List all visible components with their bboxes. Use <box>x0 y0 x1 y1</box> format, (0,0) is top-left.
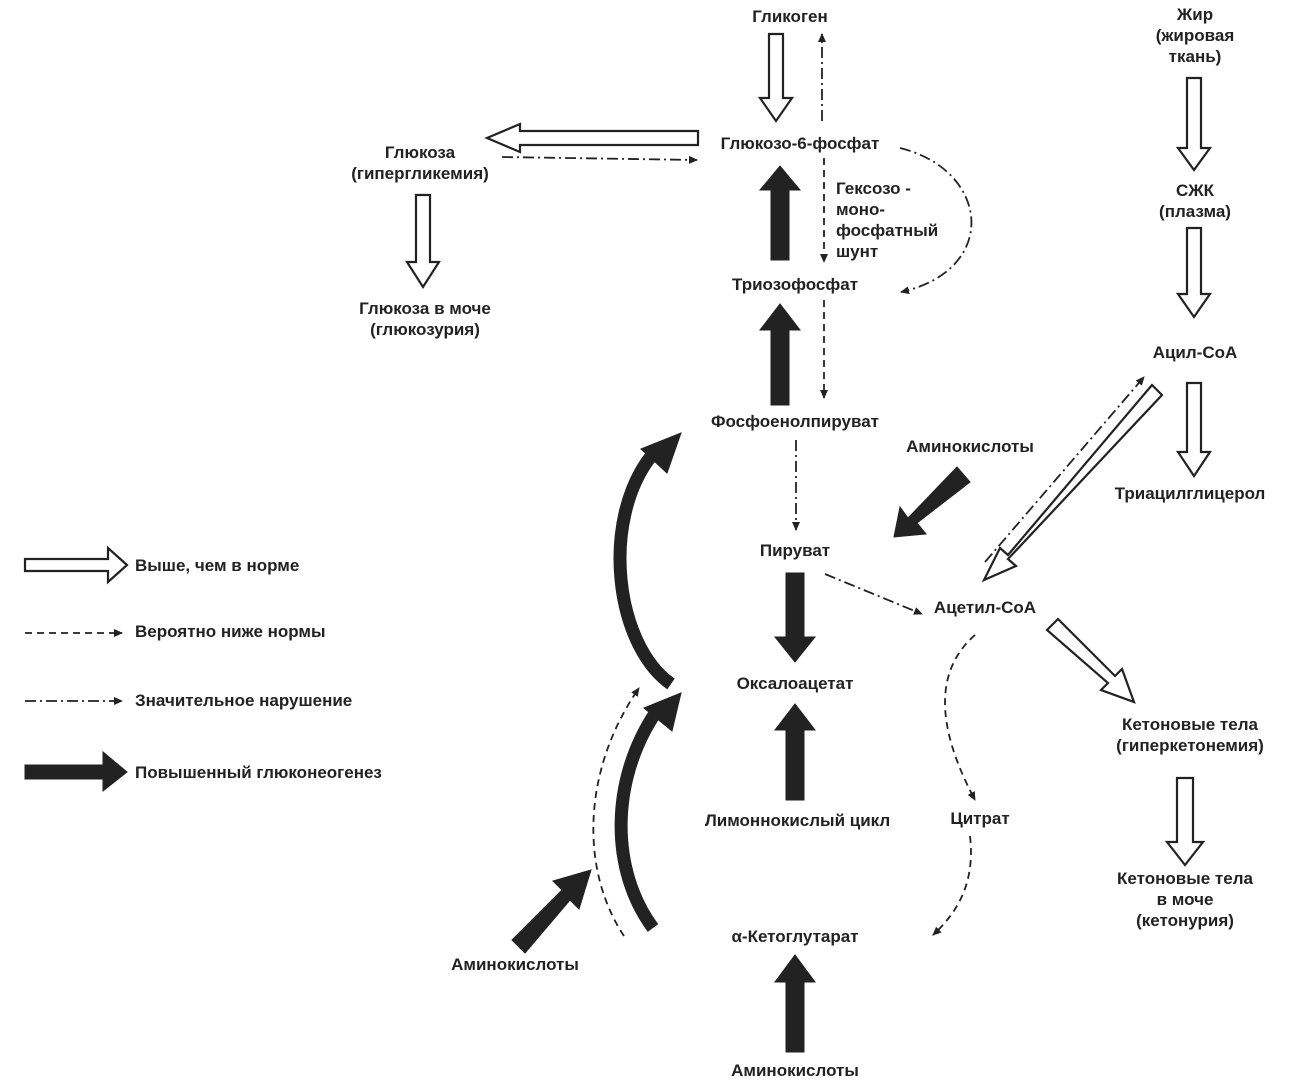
arrow-amino-left-to-cycle <box>511 869 592 954</box>
arrow-amino-to-akg <box>774 954 816 1053</box>
arrow-pyruvate-to-acetylcoa <box>824 573 923 615</box>
arrow-ffa-to-acylcoa <box>1175 226 1213 319</box>
node-hexose-monophosphate-shunt: Гексозо - моно- фосфатный шунт <box>836 179 939 261</box>
arrow-g6p-to-glucose <box>484 122 700 154</box>
arrow-acylcoa-to-acetylcoa <box>981 383 1164 583</box>
node-alpha-ketoglutarate: α-Кетоглутарат <box>731 927 859 946</box>
node-phosphoenolpyruvate: Фосфоенолпируват <box>711 412 879 431</box>
node-ketone-bodies-urine: Кетоновые тела в моче (кетонурия) <box>1117 869 1253 930</box>
arrow-hms-to-triose <box>899 147 973 295</box>
arrow-acetylcoa-to-citrate <box>944 634 976 801</box>
node-triacylglycerol: Триацилглицерол <box>1114 484 1266 503</box>
arrow-pyruvate-to-oxaloacetate <box>773 572 817 663</box>
arrow-acetylcoa-to-ketone <box>1045 617 1136 704</box>
dashed-arrows <box>25 158 976 937</box>
node-glucose-6-phosphate: Глюкозо-6-фосфат <box>720 134 880 153</box>
arrow-amino-to-oxaloacetate-head <box>643 692 682 732</box>
legend-label-higher: Выше, чем в норме <box>135 556 300 575</box>
arrow-acylcoa-to-tag <box>1175 381 1213 478</box>
arrow-glycogen-to-g6p <box>757 32 795 123</box>
arrow-ketone-to-urine <box>1164 776 1206 867</box>
legend-solid-arrow <box>24 750 128 793</box>
node-triose-phosphate: Триозофосфат <box>731 275 859 294</box>
legend-label-below: Вероятно ниже нормы <box>135 622 326 641</box>
node-glucose: Глюкоза (гипергликемия) <box>351 143 489 183</box>
node-pyruvate: Пируват <box>759 541 831 560</box>
hollow-arrows <box>23 32 1213 867</box>
arrow-oxaloacetate-to-pep-head <box>640 432 682 474</box>
legend-label-disturbance: Значительное нарушение <box>135 691 353 710</box>
node-amino-acids-middle: Аминокислоты <box>906 437 1034 456</box>
arrow-acetylcoa-to-acylcoa <box>984 376 1145 563</box>
node-citrate: Цитрат <box>950 809 1010 828</box>
node-ketone-bodies: Кетоновые тела (гиперкетонемия) <box>1116 715 1264 755</box>
solid-arrows <box>24 165 971 1053</box>
node-oxaloacetate: Оксалоацетат <box>736 674 854 693</box>
node-acetyl-coa: Ацетил-CoA <box>933 598 1037 617</box>
arrow-oxaloacetate-to-pep <box>613 450 675 690</box>
node-amino-acids-left: Аминокислоты <box>451 955 579 974</box>
arrow-amino-mid-to-pyruvate <box>893 466 971 538</box>
legend-hollow-arrow <box>23 545 129 585</box>
node-amino-acids-bottom: Аминокислоты <box>731 1061 859 1080</box>
arrow-citric-to-oxaloacetate <box>773 703 817 801</box>
node-acyl-coa: Ацил-CoA <box>1152 343 1238 362</box>
arrow-glucose-to-urine <box>404 193 442 290</box>
node-glucose-urine: Глюкоза в моче (глюкозурия) <box>359 299 491 339</box>
arrow-glucose-to-g6p <box>501 155 698 164</box>
node-citric-acid-cycle: Лимоннокислый цикл <box>704 811 891 830</box>
arrow-citrate-to-akg <box>932 835 972 936</box>
arrow-amino-to-oxaloacetate <box>614 708 662 932</box>
arrow-fat-to-ffa <box>1175 76 1213 172</box>
arrow-pep-to-triose <box>758 303 802 406</box>
dashdot-arrows <box>25 33 1145 705</box>
arrow-triose-to-g6p <box>758 165 802 261</box>
node-fat: Жир (жировая ткань) <box>1155 5 1235 66</box>
node-glycogen: Гликоген <box>752 7 828 26</box>
node-free-fatty-acids: СЖК (плазма) <box>1159 181 1231 221</box>
legend-label-gluconeogenesis: Повышенный глюконеогенез <box>135 763 382 782</box>
arrow-amino-to-oxaloacetate-dashed <box>592 687 640 937</box>
